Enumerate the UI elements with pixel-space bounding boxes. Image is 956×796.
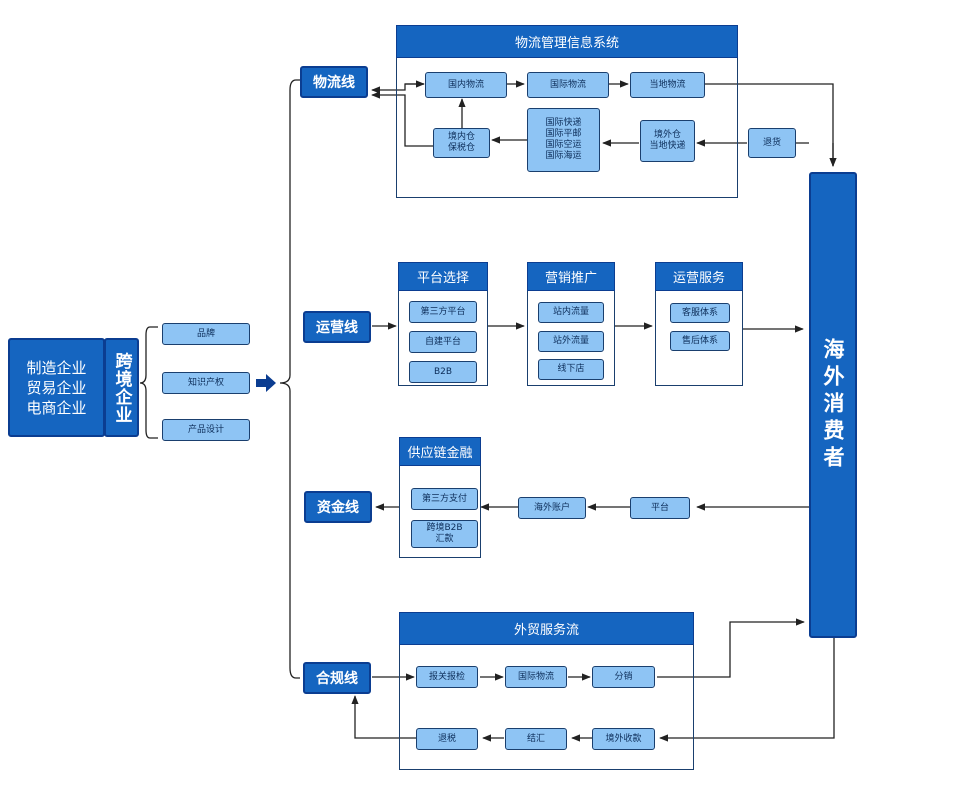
- enterprise-trading: 贸易企业: [26, 378, 87, 397]
- operations-line-button[interactable]: 运营线: [303, 311, 371, 343]
- compliance-line-button[interactable]: 合规线: [303, 662, 371, 694]
- node-international-modes[interactable]: 国际快递 国际平邮 国际空运 国际海运: [527, 108, 600, 172]
- service-customer-support[interactable]: 客服体系: [670, 303, 730, 323]
- logistics-line-button[interactable]: 物流线: [300, 66, 368, 98]
- supply-chain-finance-title: 供应链金融: [399, 437, 481, 466]
- node-overseas-warehouse[interactable]: 境外仓 当地快递: [640, 120, 695, 162]
- node-compliance-intl-logistics[interactable]: 国际物流: [505, 666, 567, 688]
- node-customs-inspection[interactable]: 报关报检: [416, 666, 478, 688]
- marketing-offline-store[interactable]: 线下店: [538, 359, 604, 380]
- crossborder-enterprise-box: 跨境企业: [104, 338, 139, 437]
- node-international-logistics[interactable]: 国际物流: [527, 72, 609, 98]
- node-platform[interactable]: 平台: [630, 497, 690, 519]
- enterprise-lines: 制造企业 贸易企业 电商企业: [26, 358, 86, 418]
- element-ip[interactable]: 知识产权: [162, 372, 250, 394]
- finance-line-button[interactable]: 资金线: [304, 491, 372, 523]
- operations-service-title: 运营服务: [655, 262, 743, 291]
- platform-selection-title: 平台选择: [398, 262, 488, 291]
- node-overseas-collection[interactable]: 境外收款: [592, 728, 655, 750]
- enterprise-ecommerce: 电商企业: [26, 398, 87, 417]
- node-domestic-logistics[interactable]: 国内物流: [425, 72, 507, 98]
- node-tax-refund[interactable]: 退税: [416, 728, 478, 750]
- enterprise-types-box: 制造企业 贸易企业 电商企业: [8, 338, 105, 437]
- logistics-system-title: 物流管理信息系统: [396, 25, 738, 58]
- overseas-consumer-box: 海外消费者: [809, 172, 857, 638]
- node-return[interactable]: 退货: [748, 128, 796, 158]
- marketing-onsite-traffic[interactable]: 站内流量: [538, 302, 604, 323]
- node-fx-settlement[interactable]: 结汇: [505, 728, 567, 750]
- node-domestic-warehouse[interactable]: 境内仓 保税仓: [433, 128, 490, 158]
- finance-third-party-payment[interactable]: 第三方支付: [411, 488, 478, 510]
- platform-self-built[interactable]: 自建平台: [409, 331, 477, 353]
- right-arrow-icon: [256, 374, 276, 392]
- finance-b2b-remittance[interactable]: 跨境B2B 汇款: [411, 520, 478, 548]
- marketing-offsite-traffic[interactable]: 站外流量: [538, 331, 604, 352]
- element-brand[interactable]: 品牌: [162, 323, 250, 345]
- marketing-title: 营销推广: [527, 262, 615, 291]
- node-local-logistics[interactable]: 当地物流: [630, 72, 705, 98]
- service-after-sales[interactable]: 售后体系: [670, 331, 730, 351]
- enterprise-manufacturing: 制造企业: [26, 358, 87, 377]
- element-product-design[interactable]: 产品设计: [162, 419, 250, 441]
- trade-service-flow-title: 外贸服务流: [399, 612, 694, 645]
- node-distribution[interactable]: 分销: [592, 666, 655, 688]
- platform-third-party[interactable]: 第三方平台: [409, 301, 477, 323]
- platform-b2b[interactable]: B2B: [409, 361, 477, 383]
- node-overseas-account[interactable]: 海外账户: [518, 497, 586, 519]
